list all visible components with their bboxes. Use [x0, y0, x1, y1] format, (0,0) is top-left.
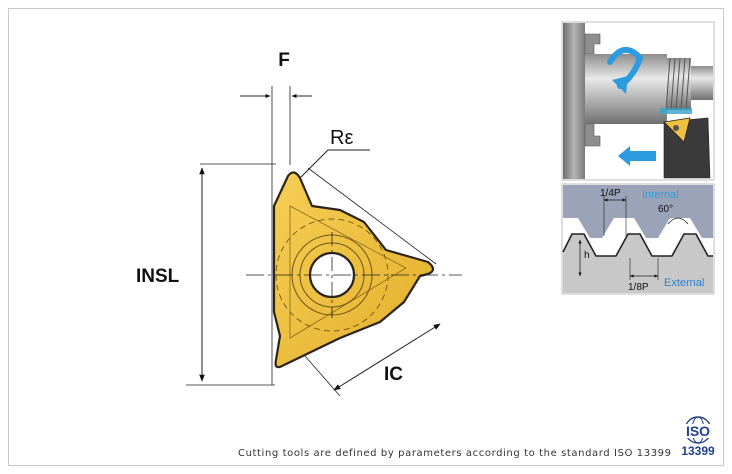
tool-insert-screw: [673, 125, 679, 131]
chuck: [563, 23, 585, 179]
insl-label: INSL: [136, 266, 180, 287]
iso-logo: ISO 13399: [680, 416, 716, 458]
insert-drawing: F Rε INSL IC: [136, 50, 462, 397]
external-thread-body: [563, 234, 713, 293]
angle-label: 60°: [658, 204, 673, 215]
external-label: External: [664, 277, 704, 289]
standard-footnote: Cutting tools are defined by parameters …: [238, 448, 672, 459]
thread-profile-outline: [562, 233, 713, 257]
iso-number: 13399: [681, 444, 715, 458]
ic-dimension-line: [333, 323, 441, 391]
f-label: F: [278, 50, 290, 71]
iso-word: ISO: [686, 423, 710, 439]
internal-label: Internal: [642, 189, 679, 201]
workpiece-end: [691, 66, 713, 100]
rotation-arrow-head: [612, 76, 628, 94]
h-label: h: [584, 250, 590, 261]
ic-upper-extension-line: [307, 167, 437, 265]
turning-illustration: [561, 21, 715, 181]
quarter-p-label: 1/4P: [600, 188, 621, 199]
r-epsilon-label: Rε: [330, 127, 353, 149]
thread-profile: 1/4P Internal 60° h 1/8P External: [561, 183, 715, 295]
feed-direction-arrow: [618, 146, 656, 166]
eighth-p-label: 1/8P: [628, 282, 649, 293]
r-epsilon-leader: [295, 149, 370, 183]
thread-ridges: [665, 57, 691, 111]
iso-word-backing: [680, 424, 716, 438]
thread-highlight: [660, 108, 692, 114]
ic-label: IC: [384, 364, 403, 385]
internal-thread-body: [563, 185, 713, 238]
angle-arc: [667, 217, 689, 225]
